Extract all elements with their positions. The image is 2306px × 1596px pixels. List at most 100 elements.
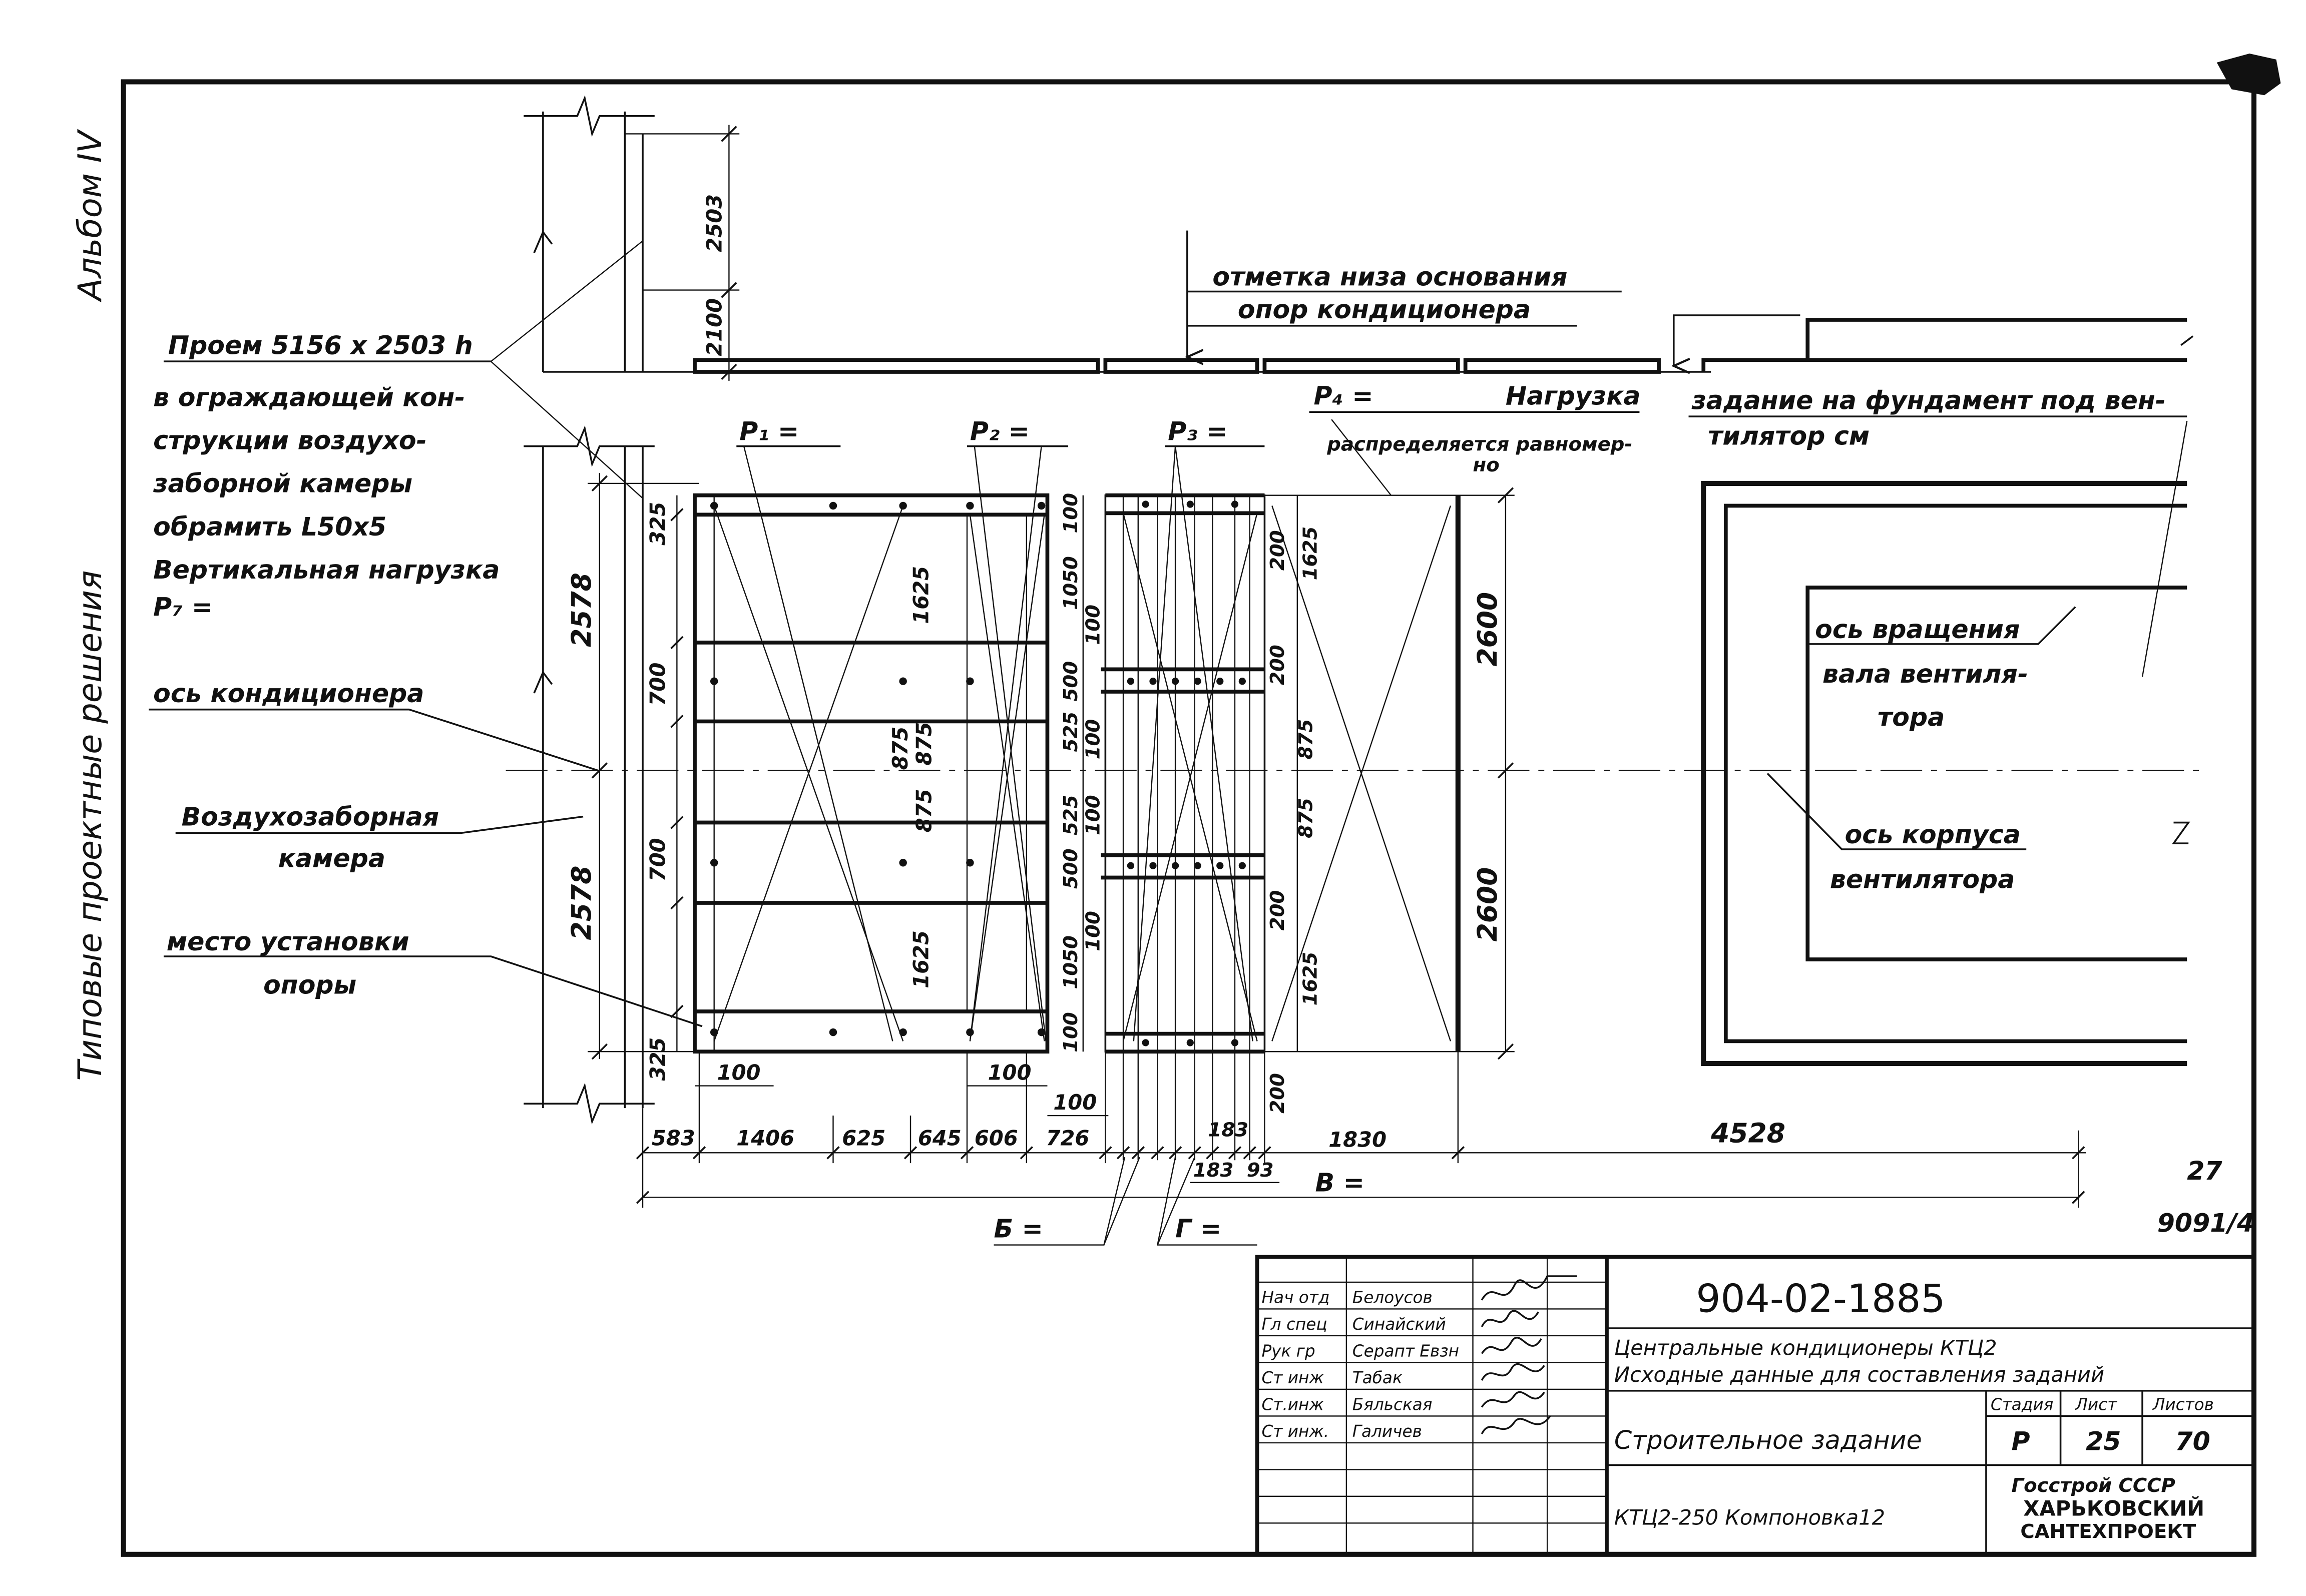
dim-sill-height: 2100	[702, 298, 727, 356]
support-point	[1194, 862, 1201, 869]
organization-3: САНТЕХПРОЕКТ	[2020, 1520, 2196, 1543]
dim-frame1-left-2: 700	[646, 663, 670, 706]
dim-frame2-right-3: 200	[1266, 645, 1289, 685]
support-place-label-1: место установки	[167, 927, 409, 956]
conditioner-axis-label: ось кондиционера	[153, 679, 424, 708]
wall-break-small	[533, 230, 553, 253]
staff-name-3: Серапт Евзн	[1352, 1342, 1459, 1361]
base-mark-note-2: опор кондиционера	[1238, 295, 1531, 324]
staff-name-1: Белоусов	[1352, 1288, 1433, 1307]
staff-name-5: Бяльская	[1352, 1395, 1433, 1414]
dim-frame1-left-4: 325	[646, 1037, 670, 1081]
dimension-tick	[636, 1191, 2085, 1204]
dim-offset-2: 100	[988, 1060, 1032, 1085]
support-point	[1216, 862, 1224, 869]
rotation-axis-underline	[1807, 606, 2076, 645]
sheet-header: Лист	[2075, 1395, 2117, 1414]
dimension-line	[625, 125, 740, 381]
support-point	[829, 1028, 837, 1036]
dim-opening-height: 2503	[702, 194, 727, 252]
opening-leader	[491, 240, 643, 499]
fan-task-leader	[2141, 420, 2188, 677]
support-point	[966, 1028, 974, 1036]
frame-slat	[1122, 495, 1250, 1161]
support-point	[710, 1028, 718, 1036]
dim-be-label: Б =	[994, 1214, 1043, 1244]
staff-role-3: Рук гр	[1261, 1342, 1315, 1361]
dim-frame2-right-7: 1625	[1299, 952, 1321, 1006]
air-intake-label-1: Воздухозаборная	[182, 802, 439, 831]
housing-axis-label-1: ось корпуса	[1845, 820, 2021, 849]
extension-line	[642, 1051, 2079, 1208]
document-name: Строительное задание	[1614, 1425, 1922, 1455]
dim-chain-7: 183	[1208, 1119, 1248, 1142]
load-note-1: распределяется равномер-	[1326, 433, 1632, 456]
support-point	[1127, 678, 1135, 685]
signature	[1481, 1310, 1539, 1327]
conditioner-axis-underline	[149, 708, 599, 772]
support-point	[1142, 1039, 1149, 1046]
half-span-dimensions: 2578 2578	[566, 473, 699, 1060]
frame-post	[713, 495, 1028, 1052]
dim-chain-6: 726	[1046, 1126, 1089, 1150]
support-point	[1216, 678, 1224, 685]
dim-frame1-right-11: 1050	[1060, 935, 1082, 989]
dim-half-span-lower: 2578	[566, 866, 597, 940]
frame-diagonal	[1271, 505, 1452, 1041]
dim-frame1-right-8: 100	[1082, 795, 1104, 835]
dim-offset-1: 100	[717, 1060, 761, 1085]
support-point	[1037, 501, 1046, 510]
staff-role-5: Ст.инж	[1261, 1395, 1324, 1414]
title-block-border	[1255, 1255, 2254, 1554]
base-beams	[543, 230, 2194, 372]
signature	[1481, 1363, 1545, 1381]
dim-chain-5: 606	[975, 1126, 1018, 1150]
staff-role-2: Гл спец	[1261, 1315, 1327, 1334]
break-mark-top	[524, 95, 655, 137]
break-mark-bottom	[524, 1083, 655, 1125]
load-leader-p3	[1133, 446, 1253, 1041]
support-point	[1186, 500, 1194, 508]
dim-frame1-middle-1: 1625	[909, 566, 934, 624]
dim-frame2-right-1: 200	[1266, 530, 1289, 571]
support-point	[1127, 862, 1135, 869]
fan-outline-inner	[1805, 586, 2187, 961]
wall-lines	[524, 95, 655, 1125]
opening-note-1: в ограждающей кон-	[153, 382, 465, 412]
rotation-axis-label-2: вала вентиля-	[1822, 659, 2028, 689]
title-block-right-lines	[1607, 1327, 2254, 1554]
opening-label: Проем 5156 x 2503 h	[168, 330, 473, 360]
dim-frame2-right-6: 200	[1266, 890, 1289, 931]
support-point	[1186, 1039, 1194, 1046]
dim-chain-1: 583	[652, 1126, 695, 1150]
load-leader-p1	[743, 446, 893, 1041]
dim-frame2-right-8: 200	[1266, 1073, 1289, 1114]
title-block-column-lines	[1345, 1257, 1548, 1554]
support-point	[966, 501, 974, 510]
dim-frame1-middle-5: 1625	[909, 930, 934, 988]
fan-task-note-1: задание на фундамент под вен-	[1691, 385, 2165, 415]
support-point	[710, 501, 718, 510]
dim-frame2-right-4: 875	[1295, 719, 1317, 760]
support-point	[899, 677, 907, 685]
signature	[1481, 1415, 1551, 1434]
section-mark	[2172, 821, 2190, 844]
dim-frame3-upper: 2600	[1472, 592, 1503, 667]
load-leader-p2	[969, 446, 1047, 1041]
load-leader-p4	[1331, 419, 1392, 496]
load-p3-label: P₃ =	[1168, 417, 1227, 446]
stage-value: Р	[2011, 1427, 2030, 1456]
support-point	[1231, 500, 1239, 508]
dim-chain-8: 1830	[1328, 1127, 1387, 1152]
dimension-tick	[1497, 487, 1514, 1060]
organization-2: ХАРЬКОВСКИЙ	[2023, 1496, 2204, 1521]
dim-frame1-middle-3: 875	[912, 722, 937, 766]
rotation-axis-label-3: тора	[1878, 702, 1945, 732]
corner-mark	[2216, 53, 2281, 96]
opening-note-3: заборной камеры	[153, 469, 412, 498]
support-point	[1149, 678, 1157, 685]
dim-frame1-right-5: 525	[1060, 712, 1082, 752]
support-point	[1037, 1028, 1046, 1036]
load-p7-label: P₇ =	[153, 592, 213, 622]
